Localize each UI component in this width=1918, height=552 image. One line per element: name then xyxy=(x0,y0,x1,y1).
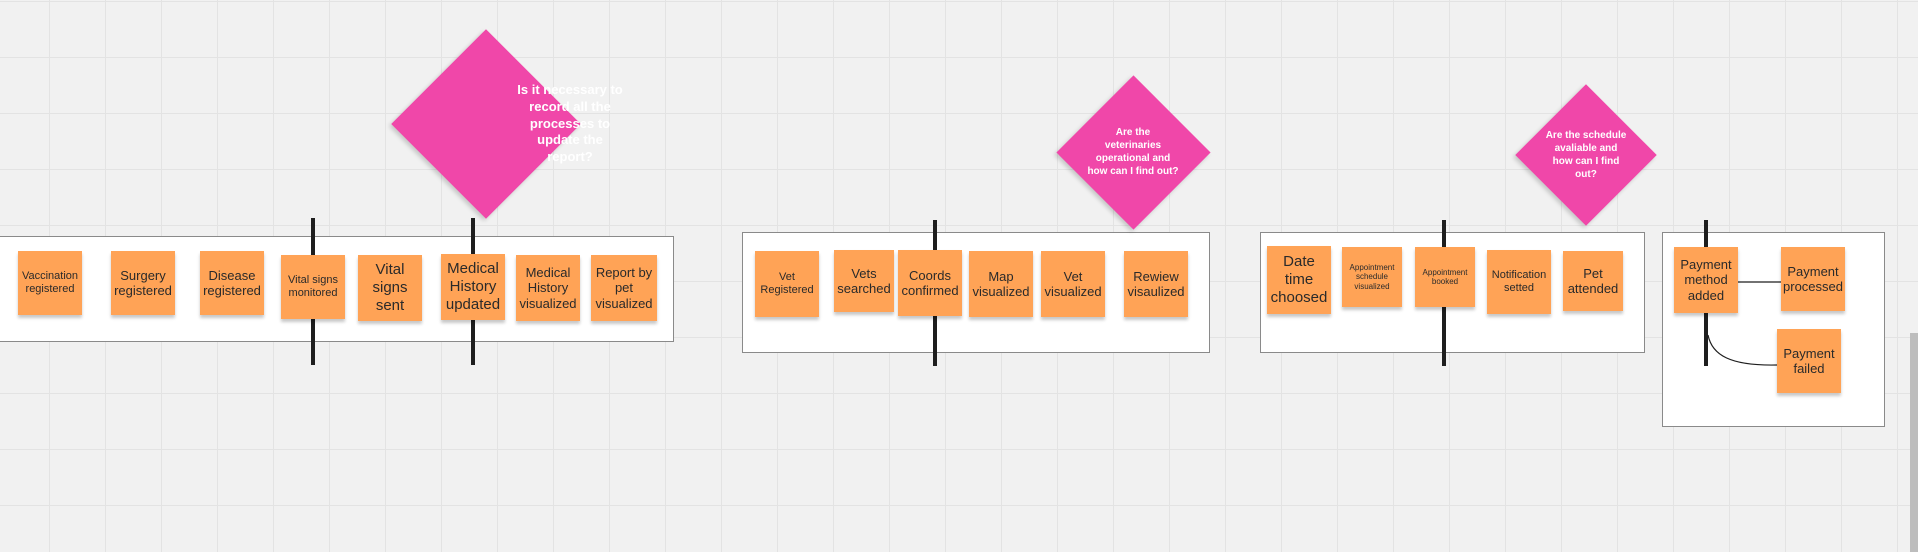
sticky-note[interactable]: Appointment booked xyxy=(1415,247,1475,307)
sticky-note[interactable]: Date time choosed xyxy=(1267,246,1331,314)
sticky-note[interactable]: Vital signs sent xyxy=(358,255,422,321)
sticky-note[interactable]: Appointment schedule visualized xyxy=(1342,247,1402,307)
sticky-note[interactable]: Notification setted xyxy=(1487,250,1551,314)
vertical-scrollbar[interactable] xyxy=(1910,333,1918,552)
sticky-note[interactable]: Vaccination registered xyxy=(18,251,82,315)
sticky-note[interactable]: Pet attended xyxy=(1563,251,1623,311)
sticky-note[interactable]: Medical History visualized xyxy=(516,255,580,321)
sticky-note[interactable]: Surgery registered xyxy=(111,251,175,315)
decision-text: Are the schedule avaliable and how can I… xyxy=(1545,130,1627,180)
sticky-note[interactable]: Report by pet visualized xyxy=(591,255,657,321)
sticky-note[interactable]: Payment method added xyxy=(1674,247,1738,313)
decision-text: Are the veterinaries operational and how… xyxy=(1087,127,1179,177)
sticky-note[interactable]: Vet Registered xyxy=(755,251,819,317)
sticky-note[interactable]: Vets searched xyxy=(834,250,894,312)
sticky-note[interactable]: Disease registered xyxy=(200,251,264,315)
sticky-note[interactable]: Payment failed xyxy=(1777,329,1841,393)
decision-text: Is it necessary to record all the proces… xyxy=(517,81,623,165)
sticky-note[interactable]: Map visualized xyxy=(969,251,1033,317)
sticky-note[interactable]: Rewiew visaulized xyxy=(1124,251,1188,317)
sticky-note[interactable]: Medical History updated xyxy=(441,254,505,320)
sticky-note[interactable]: Coords confirmed xyxy=(898,250,962,316)
sticky-note[interactable]: Payment processed xyxy=(1781,247,1845,311)
sticky-note[interactable]: Vet visualized xyxy=(1041,251,1105,317)
sticky-note[interactable]: Vital signs monitored xyxy=(281,255,345,319)
